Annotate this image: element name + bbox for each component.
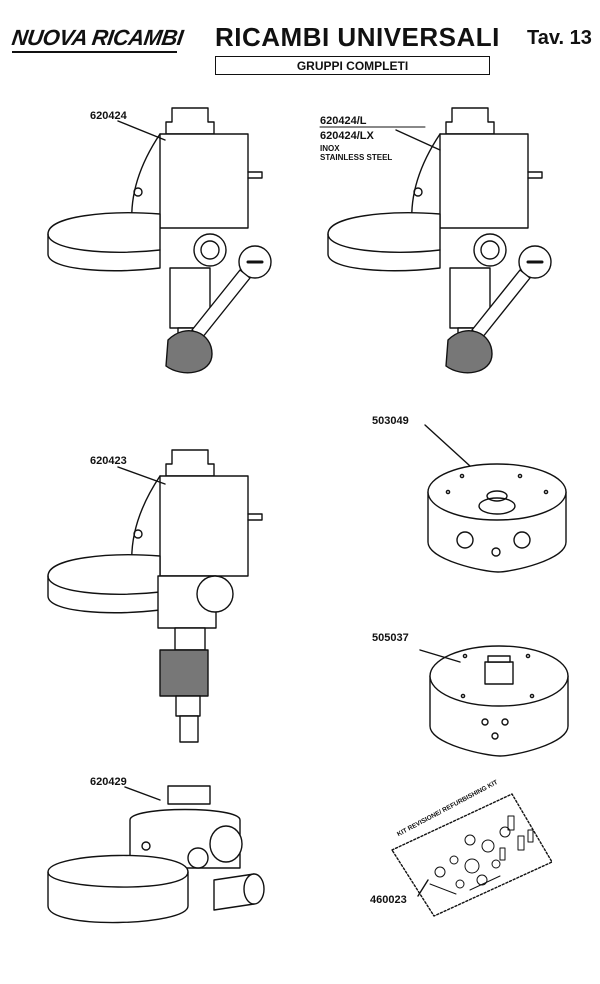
part-code-620423: 620423 xyxy=(90,455,127,467)
part-code-620424-L: 620424/L xyxy=(320,115,367,127)
part-note-inox: INOX xyxy=(320,144,340,153)
brand-underline xyxy=(12,51,177,53)
part-code-460023: 460023 xyxy=(370,894,407,906)
part-note-stainless: STAINLESS STEEL xyxy=(320,153,393,162)
group-head-solenoid-drawing xyxy=(47,449,263,743)
section-subtitle: GRUPPI COMPLETI xyxy=(215,56,490,75)
part-code-620429: 620429 xyxy=(90,776,127,788)
group-head-inox-drawing xyxy=(327,107,552,374)
page-title: RICAMBI UNIVERSALI xyxy=(215,22,500,52)
part-code-505037: 505037 xyxy=(372,632,409,644)
table-number: Tav. 13 xyxy=(527,27,592,49)
part-code-503049: 503049 xyxy=(372,415,409,427)
refurbishing-kit-drawing xyxy=(391,793,553,917)
distributor-block-505037-drawing xyxy=(419,645,569,757)
group-body-620429-drawing xyxy=(47,785,265,924)
part-code-620424: 620424 xyxy=(90,110,127,122)
distributor-block-503049-drawing xyxy=(424,424,567,573)
part-code-620424-LX: 620424/LX xyxy=(320,130,374,142)
group-head-lever-drawing xyxy=(47,107,272,374)
